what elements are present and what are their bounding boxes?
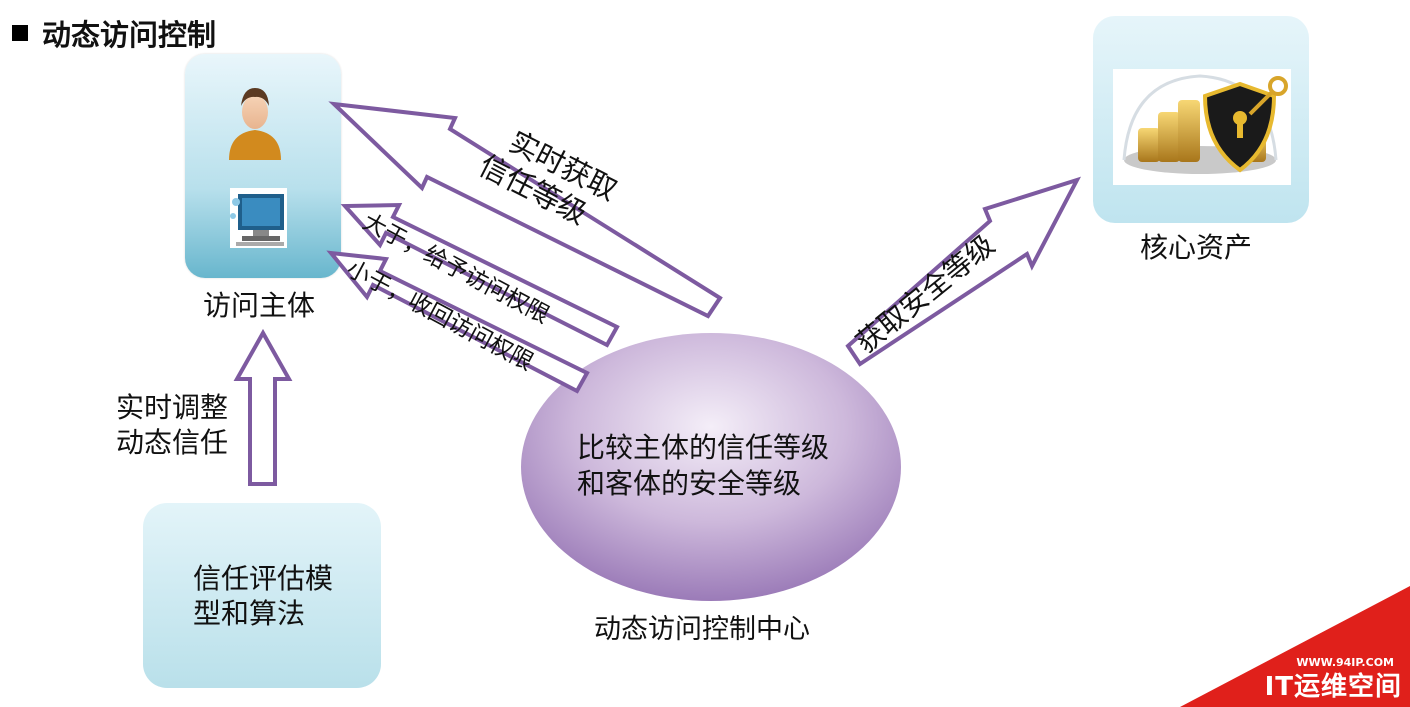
trust-model-text: 信任评估模 型和算法 xyxy=(193,561,333,631)
trust-model-line2: 型和算法 xyxy=(193,597,306,630)
watermark-name: IT运维空间 xyxy=(1264,672,1402,702)
trust-model-line1: 信任评估模 xyxy=(193,562,334,595)
asset-label: 核心资产 xyxy=(1140,231,1253,264)
arrow-security-level xyxy=(845,176,1082,367)
square-bullet-icon xyxy=(12,25,28,41)
trust-model-box xyxy=(143,503,381,688)
subject-label: 访问主体 xyxy=(203,289,316,322)
arrow-adjust-trust xyxy=(233,328,293,486)
page-title-text: 动态访问控制 xyxy=(42,18,217,52)
arrow-revoke-access xyxy=(326,250,590,394)
center-text-line1: 比较主体的信任等级 xyxy=(577,431,830,464)
watermark-triangle xyxy=(1180,586,1410,707)
gold-shield-icon xyxy=(1122,74,1288,174)
computer-icon xyxy=(230,188,287,248)
adjust-label-line1: 实时调整 xyxy=(116,391,229,424)
center-text-line2: 和客体的安全等级 xyxy=(577,466,802,500)
adjust-label: 实时调整 动态信任 xyxy=(116,390,228,460)
watermark-url: WWW.94IP.COM xyxy=(1296,656,1394,669)
control-center-ellipse xyxy=(521,333,901,601)
arrow-grant-access xyxy=(340,202,620,348)
center-caption: 动态访问控制中心 xyxy=(594,614,810,645)
arrow-realtime-trust xyxy=(328,101,723,319)
adjust-label-line2: 动态信任 xyxy=(116,426,229,459)
center-text: 比较主体的信任等级 和客体的安全等级 xyxy=(577,430,829,501)
page-title: 动态访问控制 xyxy=(12,12,216,54)
user-icon xyxy=(229,88,281,160)
